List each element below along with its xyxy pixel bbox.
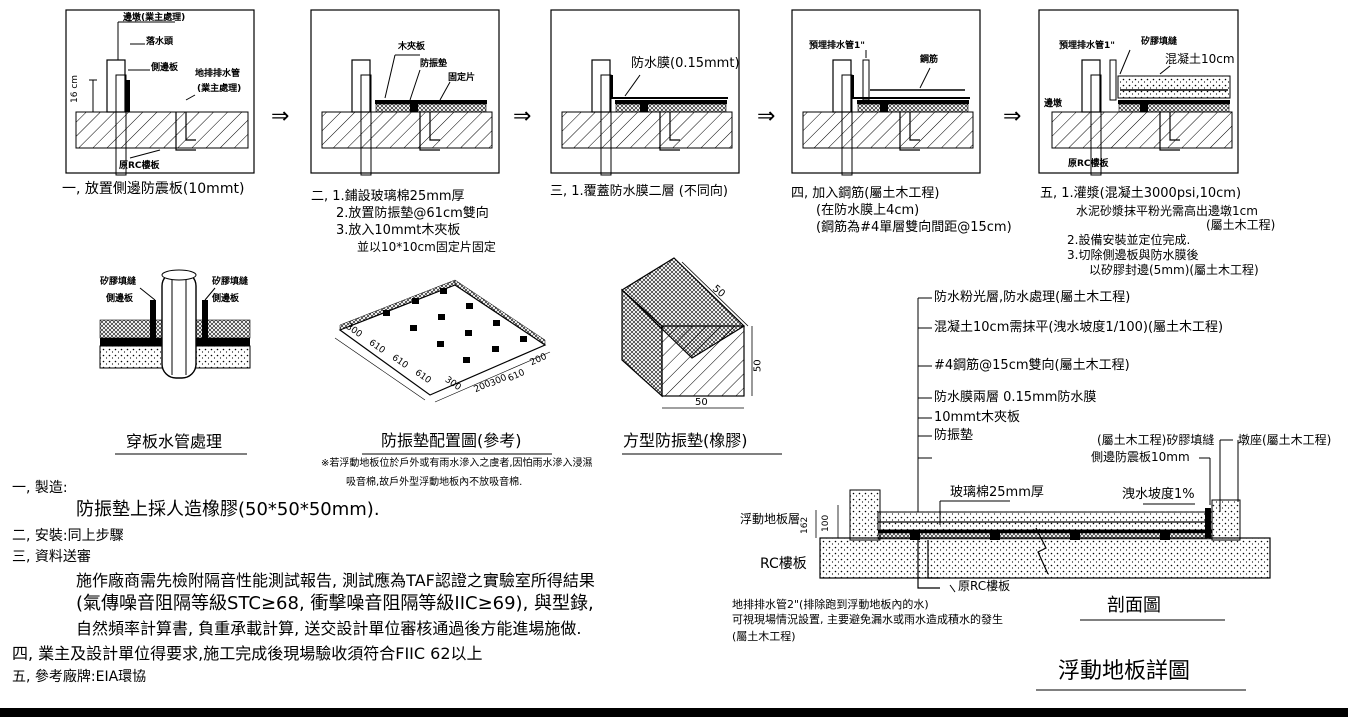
step4-callout-rebar: 鋼筋 bbox=[920, 55, 939, 65]
step4-caption-3: (鋼筋為#4單層雙向間距@15cm) bbox=[816, 220, 1012, 235]
step2-caption-1: 二, 1.鋪設玻璃棉25mm厚 bbox=[311, 189, 465, 204]
pipe-detail-diagram bbox=[99, 269, 251, 379]
note-submittal-3: 自然頻率計算書, 負重承載計算, 送交設計單位審核通過後方能進場施做. bbox=[76, 619, 582, 638]
step5-callout-rc-slab: 原RC樓板 bbox=[1068, 159, 1109, 169]
section-floating-layer: 浮動地板層 bbox=[740, 512, 801, 526]
step2-caption-2: 2.放置防振墊@61cm雙向 bbox=[336, 206, 489, 221]
arrow-2-icon: ⇒ bbox=[513, 104, 532, 129]
step2-callout-pad: 防振墊 bbox=[420, 59, 448, 69]
pipe-callout-sealant-left: 矽膠填縫 bbox=[100, 277, 137, 287]
pad-block-diagram bbox=[621, 257, 753, 409]
section-callout-sideboard: 側邊防震板10mm bbox=[1091, 450, 1190, 464]
step5-callout-curb: 邊墩 bbox=[1044, 99, 1063, 109]
step5-callout-concrete: 混凝土10cm bbox=[1165, 52, 1235, 66]
step5-caption-2: 水泥砂漿抹平粉光需高出邊墩1cm bbox=[1076, 204, 1258, 218]
pad-layout-note-2: 吸音棉,故戶外型浮動地板內不放吸音棉. bbox=[346, 477, 523, 488]
step2-caption-4: 並以10*10cm固定片固定 bbox=[357, 240, 496, 254]
bottom-border bbox=[0, 708, 1348, 717]
step1-callout-owner: (業主處理) bbox=[197, 84, 242, 94]
step1-callout-rc-slab: 原RC樓板 bbox=[119, 161, 160, 171]
section-drain-note-1: 地排排水管2"(排除跑到浮動地板內的水) bbox=[732, 598, 929, 611]
pipe-callout-sideboard-right: 側邊板 bbox=[212, 294, 240, 304]
pad-layout-note-1: ※若浮動地板位於戶外或有雨水滲入之虞者,因怕雨水滲入浸濕 bbox=[321, 458, 593, 469]
step1-callout-curb: 邊墩(業主處理) bbox=[123, 13, 186, 23]
pad-block-dim-width: 50 bbox=[695, 397, 708, 408]
step3-callout-membrane: 防水膜(0.15mmt) bbox=[631, 56, 740, 71]
step1-callout-floor-drain: 地排排水管 bbox=[195, 69, 241, 79]
step5-callout-sealant: 矽膠填縫 bbox=[1141, 37, 1178, 47]
step3-diagram bbox=[550, 9, 740, 176]
step5-caption-1: 五, 1.灌漿(混凝土3000psi,10cm) bbox=[1040, 186, 1242, 201]
section-orig-rc: 原RC樓板 bbox=[958, 579, 1011, 593]
main-title: 浮動地板詳圖 bbox=[1058, 659, 1191, 684]
pipe-callout-sealant-right: 矽膠填縫 bbox=[212, 277, 249, 287]
section-drain-note-3: (屬土木工程) bbox=[732, 630, 796, 643]
section-layer-2: 混凝土10cm需抹平(洩水坡度1/100)(屬土木工程) bbox=[934, 320, 1224, 335]
step1-callout-sideboard: 側邊板 bbox=[151, 63, 179, 73]
pad-layout-diagram bbox=[334, 279, 551, 403]
step5-caption-4: 2.設備安裝並定位完成. bbox=[1067, 233, 1191, 247]
pad-layout-title: 防振墊配置圖(參考) bbox=[381, 431, 522, 450]
pad-block-title: 方型防振墊(橡膠) bbox=[623, 431, 748, 450]
section-callout-pedestal: 墩座(屬土木工程) bbox=[1238, 433, 1332, 447]
section-layer-4: 防水膜兩層 0.15mm防水膜 bbox=[934, 390, 1097, 405]
step5-diagram bbox=[1038, 9, 1239, 176]
note-install: 二, 安裝:同上步驟 bbox=[12, 528, 124, 544]
note-manufacture: 一, 製造: bbox=[12, 480, 68, 496]
step2-callout-bracket: 固定片 bbox=[448, 73, 476, 83]
step4-diagram bbox=[791, 9, 981, 176]
section-glass-wool: 玻璃棉25mm厚 bbox=[950, 485, 1044, 500]
pipe-detail-title: 穿板水管處理 bbox=[126, 432, 223, 451]
note-manufacture-detail: 防振墊上採人造橡膠(50*50*50mm). bbox=[76, 499, 380, 520]
note-acceptance: 四, 業主及設計單位得要求,施工完成後現場驗收須符合FIIC 62以上 bbox=[12, 644, 483, 663]
pipe-callout-sideboard-left: 側邊板 bbox=[106, 294, 134, 304]
step5-caption-5: 3.切除側邊板與防水膜後 bbox=[1067, 248, 1199, 262]
step1-dim: 16 cm bbox=[70, 74, 80, 103]
note-submittal-2: (氣傳噪音阻隔等級STC≥68, 衝擊噪音阻隔等級IIC≥69), 與型錄, bbox=[76, 593, 594, 614]
section-layer-5: 10mmt木夾板 bbox=[934, 410, 1020, 425]
section-dim-162: 162 bbox=[800, 516, 810, 534]
step5-caption-3: (屬土木工程) bbox=[1206, 218, 1276, 232]
step2-caption-3: 3.放入10mmt木夾板 bbox=[336, 223, 461, 238]
step1-callout-drain: 落水頭 bbox=[146, 37, 174, 47]
section-title: 剖面圖 bbox=[1107, 595, 1161, 616]
step1-diagram bbox=[65, 9, 255, 176]
section-layer-6: 防振墊 bbox=[934, 428, 974, 443]
step4-caption-2: (在防水膜上4cm) bbox=[816, 203, 920, 218]
arrow-4-icon: ⇒ bbox=[1003, 104, 1022, 129]
section-callout-sealant: (屬土木工程)矽膠填縫 bbox=[1097, 433, 1215, 447]
step3-caption: 三, 1.覆蓋防水膜二層 (不同向) bbox=[550, 184, 728, 199]
step2-callout-plywood: 木夾板 bbox=[398, 42, 426, 52]
pad-block-dim-height: 50 bbox=[752, 359, 764, 373]
step5-callout-pipe: 預埋排水管1" bbox=[1059, 41, 1115, 51]
section-drain-note-2: 可視現場情況設置, 主要避免漏水或雨水造成積水的發生 bbox=[732, 613, 1003, 626]
note-brand: 五, 參考廠牌:EIA環協 bbox=[12, 669, 147, 685]
section-slope: 洩水坡度1% bbox=[1122, 487, 1195, 502]
step1-caption: 一, 放置側邊防震板(10mmt) bbox=[62, 181, 245, 197]
step2-diagram bbox=[310, 9, 500, 176]
step4-caption-1: 四, 加入鋼筋(屬土木工程) bbox=[791, 186, 940, 201]
section-diagram bbox=[815, 297, 1271, 593]
arrow-3-icon: ⇒ bbox=[757, 104, 776, 129]
note-submittal-1: 施作廠商需先檢附隔音性能測試報告, 測試應為TAF認證之實驗室所得結果 bbox=[76, 571, 595, 590]
section-layer-1: 防水粉光層,防水處理(屬土木工程) bbox=[934, 290, 1131, 305]
section-layer-3: #4鋼筋@15cm雙向(屬土木工程) bbox=[934, 358, 1130, 373]
step5-caption-6: 以矽膠封邊(5mm)(屬土木工程) bbox=[1089, 263, 1259, 277]
arrow-1-icon: ⇒ bbox=[271, 104, 290, 129]
section-dim-100: 100 bbox=[821, 514, 831, 532]
step4-callout-pipe: 預埋排水管1" bbox=[809, 41, 865, 51]
note-submittal: 三, 資料送審 bbox=[12, 549, 91, 565]
section-rc-slab: RC樓板 bbox=[760, 556, 807, 572]
